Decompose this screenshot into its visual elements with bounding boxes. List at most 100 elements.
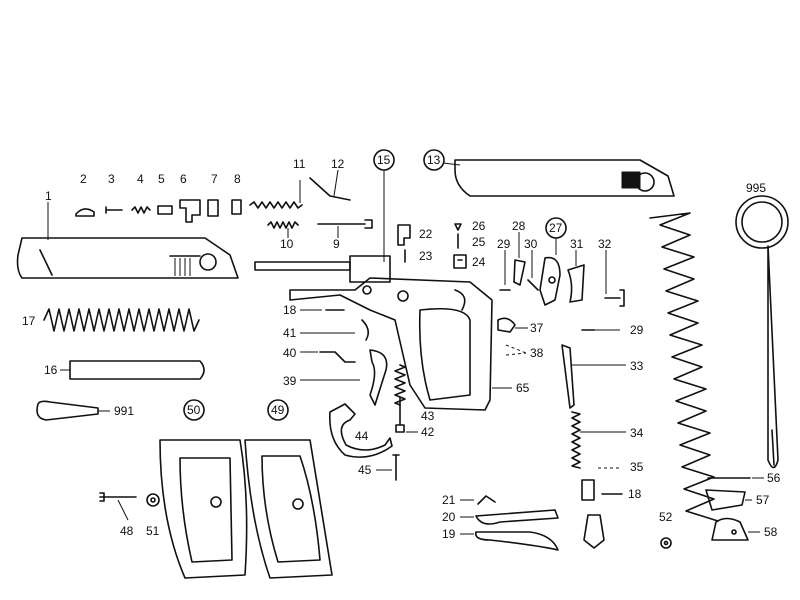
callout-50: 50 (187, 403, 201, 417)
callout-8: 8 (234, 172, 241, 186)
part-51-washer (146, 493, 160, 507)
part-52-washer (660, 537, 672, 549)
part-45-pin (376, 454, 400, 481)
callout-65: 65 (516, 381, 530, 395)
part-991-tool (36, 400, 110, 421)
part-995-loader (735, 195, 789, 469)
callout-6: 6 (180, 172, 187, 186)
callout-43: 43 (421, 409, 435, 423)
callout-24: 24 (472, 255, 486, 269)
callout-45: 45 (358, 463, 372, 477)
callout-25: 25 (472, 235, 486, 249)
part-11-spring (249, 180, 303, 209)
callout-7: 7 (211, 172, 218, 186)
part-4-spring (131, 206, 151, 214)
callout-28: 28 (512, 219, 526, 233)
magazine-spring (649, 212, 719, 522)
part-3-pin (105, 206, 123, 214)
part-18-pin-right (581, 479, 623, 501)
part-42-pin (395, 397, 418, 433)
part-30-spring (527, 250, 539, 291)
part-34-mainspring (571, 411, 626, 469)
part-26-screw (454, 223, 462, 231)
part-2-extractor (75, 208, 95, 217)
callout-22: 22 (419, 227, 433, 241)
callout-56: 56 (767, 471, 781, 485)
callout-51: 51 (146, 524, 160, 538)
part-10-spring (267, 221, 299, 238)
callout-5: 5 (158, 172, 165, 186)
callout-15: 15 (377, 153, 391, 167)
callout-29-bottom: 29 (630, 323, 644, 337)
callout-19: 19 (442, 527, 456, 541)
callout-34: 34 (630, 426, 644, 440)
part-9-guide (317, 219, 373, 238)
callout-labels: 1 2 3 4 5 6 7 8 9 10 11 12 13 15 16 17 1… (22, 153, 781, 541)
part-5-plunger (157, 205, 173, 215)
callout-31: 31 (570, 237, 584, 251)
part-24-block (453, 254, 467, 269)
callout-991: 991 (114, 404, 134, 418)
part-49-grip-right (244, 399, 333, 579)
part-1-slide (16, 202, 239, 279)
part-20-lever (460, 509, 559, 525)
callout-18-left: 18 (283, 303, 297, 317)
callout-44: 44 (355, 429, 369, 443)
part-39-trigger (300, 349, 388, 406)
callout-4: 4 (137, 172, 144, 186)
part-27-hammer (539, 217, 567, 306)
part-8-plunger (231, 199, 242, 215)
callout-17: 17 (22, 314, 36, 328)
callout-20: 20 (442, 510, 456, 524)
part-21-spring (460, 495, 496, 505)
part-58-insert (711, 517, 760, 541)
part-7-detent (207, 199, 219, 217)
callout-48: 48 (120, 524, 134, 538)
callout-39: 39 (283, 374, 297, 388)
callout-35: 35 (630, 460, 644, 474)
callout-52: 52 (659, 510, 673, 524)
callout-27: 27 (549, 221, 563, 235)
callout-995: 995 (746, 181, 766, 195)
part-19-lever (460, 531, 559, 551)
part-17-recoil-spring (43, 308, 200, 332)
callout-29-top: 29 (497, 237, 511, 251)
callout-58: 58 (764, 525, 778, 539)
callout-18-right: 18 (628, 487, 642, 501)
part-50-grip-left (159, 399, 248, 579)
callout-57: 57 (756, 493, 770, 507)
callout-26: 26 (472, 219, 486, 233)
callout-9: 9 (333, 237, 340, 251)
part-48-screw (99, 492, 137, 521)
part-37-block (497, 317, 528, 333)
callout-13: 13 (427, 153, 441, 167)
part-13-slide (423, 149, 675, 197)
part-33-strut (561, 344, 626, 409)
part-32-pin (604, 250, 625, 307)
callout-30: 30 (524, 237, 538, 251)
callout-23: 23 (419, 249, 433, 263)
part-15-frame (254, 149, 493, 411)
part-12-rod (309, 169, 351, 201)
callout-12: 12 (331, 157, 345, 171)
callout-32: 32 (598, 237, 612, 251)
callout-41: 41 (283, 326, 297, 340)
callout-3: 3 (108, 172, 115, 186)
part-lanyard-loop (583, 514, 605, 549)
callout-10: 10 (280, 237, 294, 251)
callout-2: 2 (80, 172, 87, 186)
part-31-lever (567, 250, 585, 303)
callout-42: 42 (421, 425, 435, 439)
part-40-pin (300, 351, 356, 363)
part-22-ejector (397, 224, 411, 246)
part-28-sear (513, 232, 526, 286)
callout-33: 33 (630, 359, 644, 373)
callout-16: 16 (44, 363, 58, 377)
part-6-safety (179, 199, 201, 223)
callout-49: 49 (271, 403, 285, 417)
callout-11: 11 (293, 157, 306, 171)
callout-40: 40 (283, 346, 297, 360)
part-57-baseplate (705, 489, 752, 511)
callout-1: 1 (45, 189, 52, 203)
